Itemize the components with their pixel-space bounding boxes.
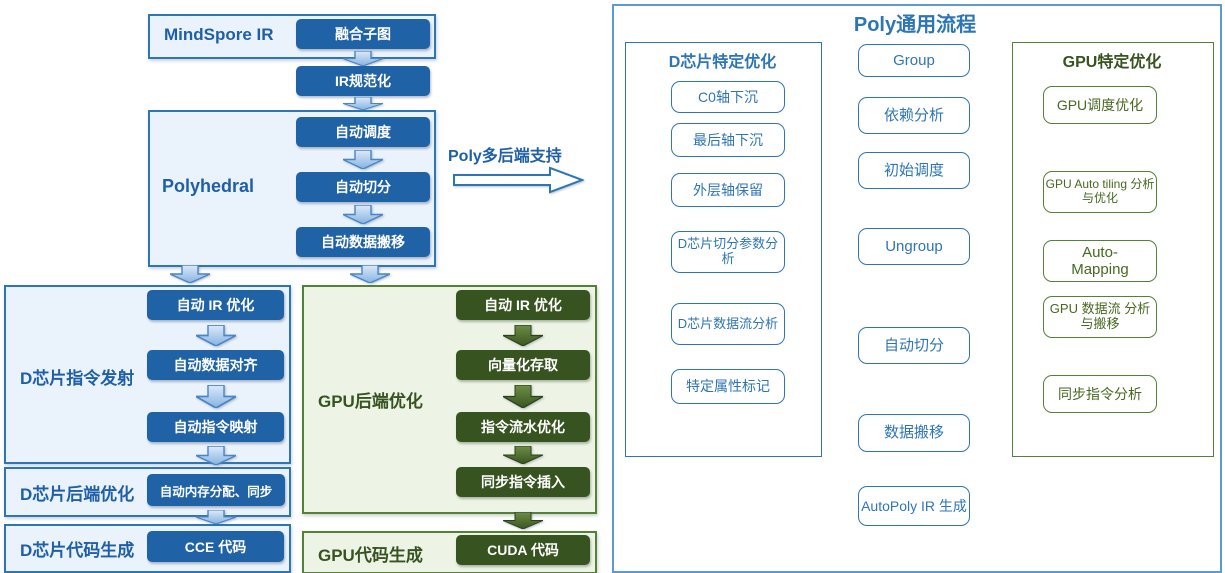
- last-axis-sink-box: 最后轴下沉: [671, 123, 785, 157]
- auto-instr-map-box: 自动指令映射: [147, 412, 284, 442]
- cce-code-box: CCE 代码: [147, 531, 284, 562]
- arrow-down-icon: [196, 385, 236, 408]
- d-opts-header: D芯片特定优化: [668, 54, 777, 71]
- arrow-down-icon: [196, 446, 236, 465]
- arrow-down-icon: [503, 325, 543, 346]
- auto-tiling-box: 自动切分: [296, 172, 430, 202]
- fused-subgraph-box: 融合子图: [296, 19, 430, 49]
- specific-attr-mark-box: 特定属性标记: [671, 369, 785, 404]
- gpu-auto-ir-opt-box: 自动 IR 优化: [456, 290, 590, 320]
- auto-data-align-box: 自动数据对齐: [147, 350, 284, 380]
- arrow-right-icon: [453, 166, 584, 194]
- d-codegen-label: D芯片代码生成: [20, 541, 135, 560]
- arrow-down-icon: [196, 510, 236, 524]
- cuda-code-box: CUDA 代码: [456, 535, 590, 565]
- arrow-down-icon: [503, 446, 543, 464]
- multi-backend-label: Poly多后端支持: [448, 148, 562, 165]
- sync-instr-insert-box: 同步指令插入: [456, 467, 590, 497]
- arrow-down-icon: [350, 265, 390, 283]
- polyhedral-label: Polyhedral: [162, 176, 255, 196]
- arrow-down-icon: [343, 205, 383, 224]
- gpu-schedule-opt-box: GPU调度优化: [1043, 86, 1157, 124]
- group-box: Group: [858, 44, 970, 77]
- instr-pipeline-opt-box: 指令流水优化: [456, 412, 590, 442]
- vectorized-access-box: 向量化存取: [456, 350, 590, 380]
- auto-mem-sync-box: 自动内存分配、同步: [147, 474, 285, 506]
- d-dataflow-box: D芯片数据流分析: [671, 303, 785, 345]
- data-move-main-box: 数据搬移: [858, 414, 970, 452]
- gpu-opts-header: GPU特定优化: [1062, 54, 1162, 71]
- ungroup-box: Ungroup: [858, 228, 970, 265]
- auto-schedule-box: 自动调度: [296, 117, 430, 147]
- arrow-down-icon: [503, 385, 543, 408]
- autopoly-ir-gen-box: AutoPoly IR 生成: [858, 486, 970, 526]
- mindspore-ir-label: MindSpore IR: [164, 25, 274, 44]
- gpu-codegen-label: GPU代码生成: [318, 546, 423, 565]
- arrow-down-icon: [170, 265, 210, 283]
- arrow-down-icon: [503, 512, 543, 529]
- arrow-down-icon: [343, 150, 383, 169]
- ir-normalize-box: IR规范化: [296, 66, 430, 96]
- auto-ir-opt-box: 自动 IR 优化: [147, 290, 284, 320]
- auto-data-move-box: 自动数据搬移: [296, 227, 430, 257]
- gpu-auto-tiling-box: GPU Auto tiling 分析与优化: [1043, 171, 1157, 213]
- c0-axis-sink-box: C0轴下沉: [671, 81, 785, 113]
- d-backend-label: D芯片后端优化: [20, 485, 135, 504]
- d-instruction-label: D芯片指令发射: [20, 369, 135, 388]
- gpu-backend-label: GPU后端优化: [318, 392, 423, 411]
- gpu-dataflow-box: GPU 数据流 分析与搬移: [1043, 296, 1157, 338]
- auto-tiling-main-box: 自动切分: [858, 327, 970, 364]
- sync-instr-analysis-box: 同步指令分析: [1043, 375, 1157, 413]
- initial-schedule-box: 初始调度: [858, 152, 970, 189]
- poly-flow-title: Poly通用流程: [853, 14, 977, 36]
- dependency-analysis-box: 依赖分析: [858, 97, 970, 134]
- arrow-down-icon: [343, 51, 383, 66]
- auto-mapping-box: Auto-Mapping: [1043, 240, 1157, 282]
- d-tiling-param-box: D芯片切分参数分析: [671, 231, 785, 273]
- outer-axis-keep-box: 外层轴保留: [671, 173, 785, 207]
- arrow-down-icon: [343, 97, 383, 110]
- arrow-down-icon: [196, 325, 236, 346]
